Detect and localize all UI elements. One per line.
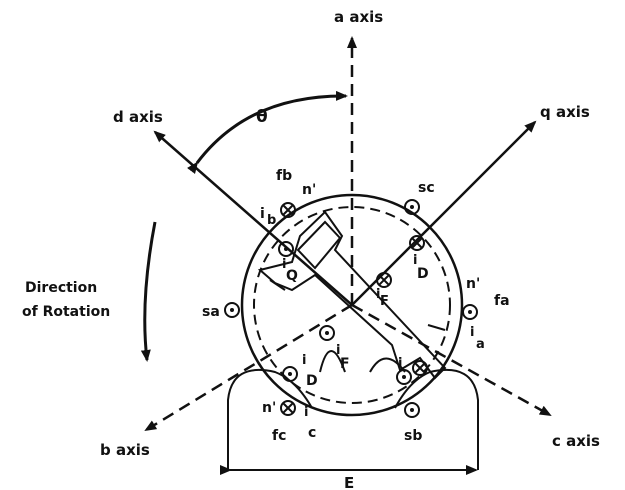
inner-arc-right (369, 357, 406, 373)
svg-text:F: F (380, 294, 389, 309)
n-prime-top: n' (302, 182, 316, 198)
current-ic-label: i c (304, 405, 316, 441)
coil-bottom-right-cross-icon (412, 360, 428, 376)
pole-arc-left (227, 368, 313, 470)
inner-arc-left (319, 350, 346, 373)
current-i-lower-right-label: i (398, 356, 402, 371)
rotor-dashed-circle (253, 206, 451, 404)
n-prime-right: n' (466, 276, 480, 292)
current-iF-lower-label: i F (336, 343, 350, 372)
n-prime-left: n' (262, 400, 276, 416)
rotation-arrow (140, 221, 157, 362)
svg-text:D: D (306, 373, 318, 389)
svg-text:i: i (304, 405, 308, 420)
coil-sa-label: sa (202, 304, 220, 320)
coil-fa-label: fa (494, 293, 510, 309)
stator-outer-circle (240, 193, 464, 417)
current-iD-lower-label: i D (302, 353, 318, 389)
svg-text:i: i (470, 325, 474, 340)
coil-d-cross-icon (409, 235, 425, 251)
pole-arc-right (394, 368, 479, 470)
a-axis-label: a axis (334, 8, 383, 26)
current-ia-label: i a (470, 325, 485, 352)
coil-f-cross-icon (376, 272, 392, 288)
coil-fa-dot-icon (462, 304, 478, 320)
theta-arc (186, 90, 348, 174)
coil-fb-label: fb (276, 168, 292, 184)
coil-f-lower-dot-icon (319, 325, 335, 341)
current-iQ-label: i Q (282, 257, 298, 284)
coil-fc-label: fc (272, 428, 286, 444)
coil-sa-dot-icon (224, 302, 240, 318)
coil-q-dot-icon (278, 241, 294, 257)
svg-text:i: i (282, 257, 286, 272)
coil-d-lower-dot-icon (282, 366, 298, 382)
svg-text:i: i (398, 356, 402, 371)
svg-text:i: i (260, 206, 265, 222)
svg-text:i: i (376, 287, 380, 302)
svg-text:c: c (308, 425, 316, 441)
d-axis-label: d axis (113, 108, 163, 126)
rotation-label-line2: of Rotation (22, 304, 110, 320)
svg-text:i: i (336, 343, 340, 358)
coil-sc-dot-icon (404, 199, 420, 215)
svg-text:i: i (302, 353, 306, 368)
svg-text:F: F (340, 356, 350, 372)
rotor-body (257, 210, 447, 380)
theta-label: θ (256, 107, 268, 127)
rotation-label-line1: Direction (25, 280, 97, 296)
q-axis-line (351, 120, 537, 306)
coil-fc-cross-icon (280, 400, 296, 416)
dimension-e-label: E (344, 474, 354, 490)
svg-text:i: i (413, 253, 417, 268)
coil-i-lower-dot-icon (396, 369, 412, 385)
coil-sb-dot-icon (404, 402, 420, 418)
d-axis-line (153, 130, 353, 306)
current-iD-upper-label: i D (413, 253, 429, 282)
b-axis-label: b axis (100, 441, 150, 459)
svg-text:a: a (476, 337, 485, 352)
svg-text:D: D (417, 266, 429, 282)
current-ib-label: i b (260, 206, 276, 228)
coil-sc-label: sc (418, 180, 435, 196)
svg-text:Q: Q (286, 268, 298, 284)
q-axis-label: q axis (540, 103, 590, 121)
svg-text:b: b (267, 213, 276, 228)
coil-fb-cross-icon (280, 202, 296, 218)
b-axis-line (144, 303, 353, 432)
coil-sb-label: sb (404, 428, 422, 444)
current-iF-upper-label: i F (376, 287, 389, 309)
c-axis-label: c axis (552, 432, 600, 450)
